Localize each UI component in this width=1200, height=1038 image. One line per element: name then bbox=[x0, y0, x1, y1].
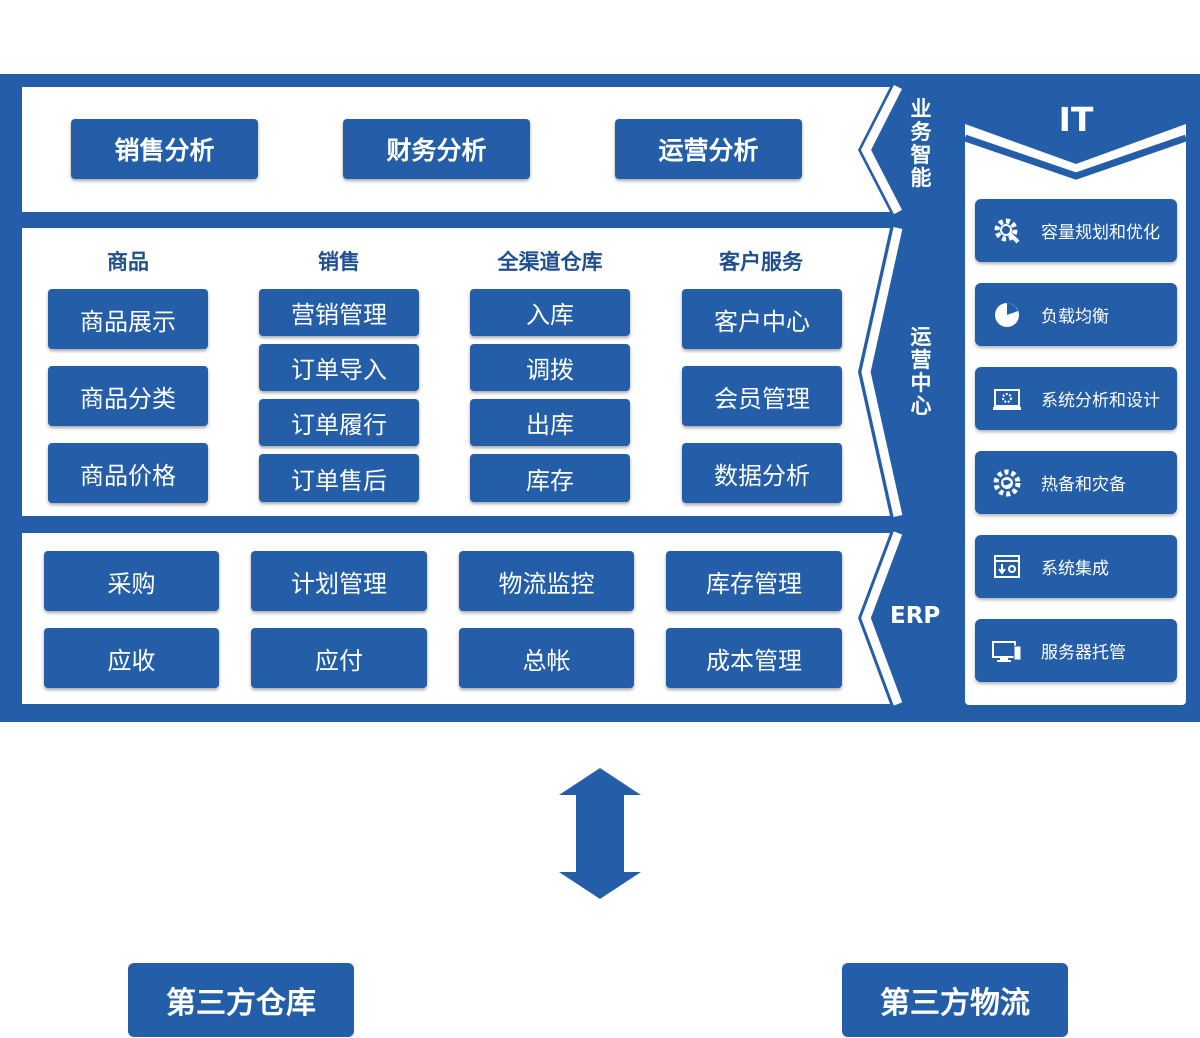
customer-service-heading: 客户服务 bbox=[719, 250, 803, 274]
inventory-management-button[interactable]: 库存管理 bbox=[666, 551, 842, 611]
it-item-load-balancing[interactable]: 负载均衡 bbox=[975, 283, 1177, 346]
cost-management-button[interactable]: 成本管理 bbox=[666, 628, 842, 688]
bi-label: 业务智能 bbox=[910, 97, 932, 190]
product-category-button[interactable]: 商品分类 bbox=[48, 366, 208, 426]
it-item-integration[interactable]: 系统集成 bbox=[975, 535, 1177, 598]
product-heading: 商品 bbox=[107, 250, 149, 274]
pie-chart-icon bbox=[992, 300, 1022, 330]
it-item-label: 负载均衡 bbox=[1041, 307, 1109, 327]
it-item-label: 热备和灾备 bbox=[1041, 475, 1126, 495]
ops-label: 运营中心 bbox=[910, 325, 932, 418]
after-sales-button[interactable]: 订单售后 bbox=[259, 454, 419, 502]
outbound-button[interactable]: 出库 bbox=[470, 399, 630, 446]
desktop-server-icon bbox=[992, 636, 1022, 666]
it-item-label: 系统集成 bbox=[1041, 559, 1109, 579]
operations-analysis-button[interactable]: 运营分析 bbox=[615, 119, 802, 179]
product-display-button[interactable]: 商品展示 bbox=[48, 289, 208, 349]
general-ledger-button[interactable]: 总帐 bbox=[459, 628, 634, 688]
order-fulfillment-button[interactable]: 订单履行 bbox=[259, 399, 419, 446]
it-item-system-design[interactable]: 系统分析和设计 bbox=[975, 367, 1177, 430]
double-arrow-icon bbox=[559, 768, 641, 899]
sales-heading: 销售 bbox=[318, 250, 360, 274]
logistics-monitoring-button[interactable]: 物流监控 bbox=[459, 551, 634, 611]
transfer-button[interactable]: 调拨 bbox=[470, 344, 630, 391]
payables-button[interactable]: 应付 bbox=[251, 628, 427, 688]
inbound-button[interactable]: 入库 bbox=[470, 289, 630, 336]
it-item-capacity[interactable]: 容量规划和优化 bbox=[975, 199, 1177, 262]
ops-chevron bbox=[861, 227, 903, 517]
third-party-logistics-button[interactable]: 第三方物流 bbox=[842, 963, 1068, 1037]
receivables-button[interactable]: 应收 bbox=[44, 628, 219, 688]
monitor-gear-icon bbox=[992, 384, 1022, 414]
marketing-button[interactable]: 营销管理 bbox=[259, 289, 419, 336]
sales-analysis-button[interactable]: 销售分析 bbox=[71, 119, 258, 179]
membership-button[interactable]: 会员管理 bbox=[682, 366, 842, 426]
it-item-backup[interactable]: 热备和灾备 bbox=[975, 451, 1177, 514]
customer-center-button[interactable]: 客户中心 bbox=[682, 289, 842, 349]
inventory-button[interactable]: 库存 bbox=[470, 454, 630, 502]
gear-wrench-icon bbox=[992, 216, 1022, 246]
it-title: IT bbox=[1058, 100, 1094, 139]
erp-label: ERP bbox=[890, 603, 941, 629]
it-item-label: 容量规划和优化 bbox=[1041, 223, 1160, 243]
purchasing-button[interactable]: 采购 bbox=[44, 551, 219, 611]
it-item-label: 系统分析和设计 bbox=[1041, 391, 1160, 411]
erp-chevron bbox=[861, 531, 903, 706]
window-download-icon bbox=[992, 552, 1022, 582]
it-item-label: 服务器托管 bbox=[1041, 643, 1126, 663]
ops-panel bbox=[22, 228, 890, 516]
bi-chevron bbox=[860, 84, 903, 215]
it-item-hosting[interactable]: 服务器托管 bbox=[975, 619, 1177, 682]
finance-analysis-button[interactable]: 财务分析 bbox=[343, 119, 530, 179]
data-analysis-button[interactable]: 数据分析 bbox=[682, 443, 842, 503]
warehouse-heading: 全渠道仓库 bbox=[497, 250, 603, 274]
product-price-button[interactable]: 商品价格 bbox=[48, 443, 208, 503]
gear-globe-icon bbox=[992, 468, 1022, 498]
planning-button[interactable]: 计划管理 bbox=[251, 551, 427, 611]
order-import-button[interactable]: 订单导入 bbox=[259, 344, 419, 391]
third-party-warehouse-button[interactable]: 第三方仓库 bbox=[128, 963, 354, 1037]
